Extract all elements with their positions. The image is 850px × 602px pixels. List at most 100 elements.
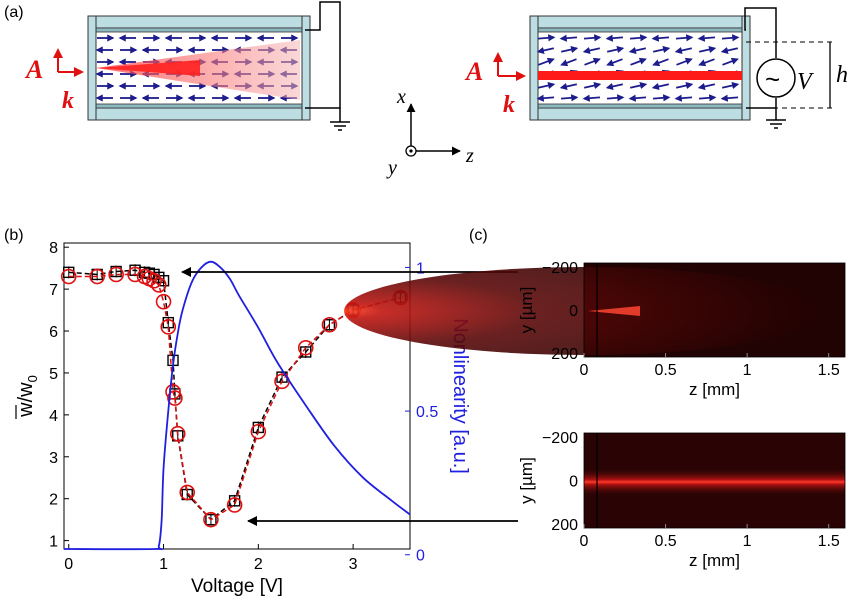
y-tick-label: 6: [49, 324, 58, 341]
director-arrow: [652, 45, 671, 54]
director-arrow: [721, 34, 740, 42]
y2-tick-label: 0: [416, 548, 425, 565]
director-arrow: [605, 82, 624, 91]
image-x-tick-label: 0.5: [654, 362, 676, 379]
director-arrow: [606, 94, 625, 102]
x-tick-label: 1: [159, 556, 168, 573]
director-arrow: [559, 34, 578, 42]
simulation-point: [321, 316, 338, 333]
nonlinearity-curve: [63, 260, 411, 551]
y-tick-label: 1: [49, 534, 58, 551]
director-arrow: [674, 94, 693, 102]
director-arrow: [698, 94, 717, 102]
x-tick-label: 2: [254, 556, 263, 573]
simulation-point: [226, 497, 243, 513]
cell-right: ~ V h A k: [464, 7, 848, 129]
y-axis-label-base: w/w: [15, 382, 37, 418]
director-arrow: [560, 45, 579, 54]
image-y-tick-label: 0: [569, 303, 578, 320]
electrode-top: [533, 27, 747, 33]
simulation-point: [155, 293, 172, 310]
field-label-right: A: [464, 57, 483, 86]
y-tick-label: 2: [49, 492, 58, 509]
image-x-tick-label: 0: [580, 533, 589, 550]
director-arrow: [720, 94, 739, 102]
image-y-tick-label: 200: [551, 517, 578, 534]
image-x-tick-label: 1: [743, 362, 752, 379]
height-label: h: [836, 62, 848, 88]
image-x-tick-label: 1.5: [818, 362, 840, 379]
director-arrow: [697, 34, 716, 42]
voltage-source-symbol: ~: [765, 64, 780, 94]
director-arrow: [720, 46, 739, 55]
beam-core-left: [96, 60, 200, 76]
director-arrow: [606, 58, 623, 67]
beam-image-top: [344, 262, 846, 358]
x-tick-label: 0: [64, 556, 73, 573]
coordinate-axes: x y z: [386, 86, 474, 179]
panel-label-c: (c): [469, 227, 488, 244]
voltage-source-icon: [756, 58, 796, 98]
y-tick-label: 7: [49, 282, 58, 299]
image-x-axis-label: z [mm]: [689, 551, 740, 570]
director-arrow: [721, 81, 740, 90]
director-arrow: [675, 81, 694, 90]
image-y-tick-label: −200: [542, 260, 578, 277]
panel-label-b: (b): [4, 227, 24, 244]
experiment-line: [68, 269, 401, 521]
y-axis-label-sub: 0: [25, 375, 40, 382]
panel-label-a: (a): [4, 4, 24, 21]
director-arrow: [538, 57, 555, 66]
image-top-core: [588, 306, 640, 316]
glass-plate-bottom: [92, 107, 306, 121]
simulation-line: [68, 273, 401, 521]
simulation-point: [89, 268, 105, 285]
director-arrow: [651, 82, 670, 91]
image-x-tick-label: 0.5: [654, 533, 676, 550]
director-arrow: [537, 81, 556, 90]
x-axis-label: Voltage [V]: [191, 576, 283, 597]
director-arrow: [537, 34, 556, 42]
axis-y-label: y: [386, 157, 397, 179]
x-tick-label: 3: [349, 556, 358, 573]
director-arrow: [674, 46, 693, 55]
simulation-point: [250, 423, 267, 440]
axis-x-label: x: [396, 86, 406, 108]
y2-tick-label: 0.5: [416, 404, 438, 421]
plot-area: [63, 242, 411, 550]
director-arrow: [629, 81, 648, 90]
director-field-right: [536, 34, 740, 102]
simulation-point: [167, 390, 183, 406]
director-arrow: [675, 34, 694, 42]
director-arrow: [584, 57, 601, 66]
simulation-point: [203, 511, 219, 528]
simulation-point: [297, 339, 314, 356]
wire-right: [744, 7, 777, 58]
director-arrow: [560, 58, 577, 67]
director-arrow: [582, 46, 601, 55]
director-arrow: [697, 82, 716, 91]
director-arrow: [583, 34, 602, 42]
y-tick-label: 4: [49, 408, 58, 425]
electrode-top: [92, 27, 306, 33]
director-arrow: [606, 45, 625, 54]
field-label-left: A: [24, 55, 43, 84]
glass-plate-bottom: [533, 107, 747, 121]
simulation-point: [146, 272, 162, 289]
side-window-right: [741, 15, 751, 121]
simulation-point: [165, 384, 181, 400]
simulation-point: [179, 484, 196, 501]
image-y-tick-label: 0: [569, 474, 578, 491]
axis-z-label: z: [465, 145, 474, 167]
image-x-tick-label: 1: [743, 533, 752, 550]
director-arrow: [629, 34, 648, 42]
image-x-tick-label: 1.5: [818, 533, 840, 550]
svg-text:w/w0: w/w0: [15, 375, 40, 418]
image-y-tick-label: 200: [551, 346, 578, 363]
image-y-tick-label: −200: [542, 430, 578, 447]
electrode-bottom: [92, 103, 306, 109]
director-arrow: [583, 81, 602, 90]
director-arrow: [651, 34, 670, 42]
